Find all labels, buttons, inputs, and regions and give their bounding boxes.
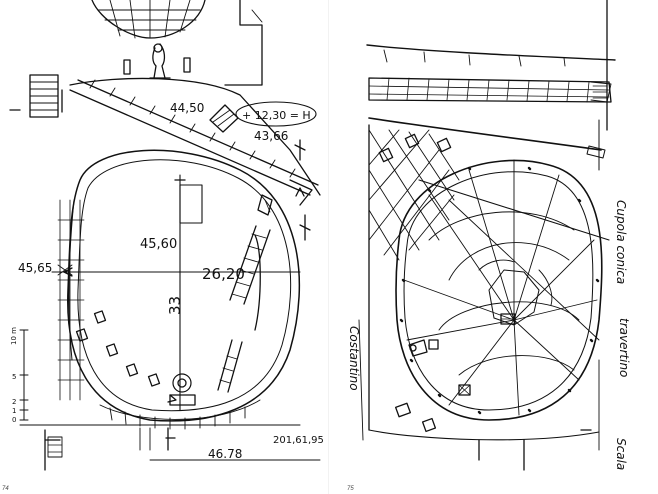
elevation-under: 43,66 (254, 129, 288, 143)
statue-figure (149, 43, 171, 79)
lattice-left (368, 129, 460, 261)
dome-fragment-top (91, 0, 206, 39)
label-travertino: travertino (617, 318, 631, 377)
page-number-right: 75 (347, 486, 354, 492)
scale-label-0: 0 (12, 416, 16, 424)
elevation-center: 45,60 (140, 237, 177, 252)
scale-label-10m: 10 m (10, 327, 18, 345)
main-oval (67, 149, 301, 422)
hatched-band (368, 77, 612, 103)
label-costantino: Costantino (347, 326, 361, 391)
page-number-left: 74 (2, 486, 9, 492)
dome-oval (395, 159, 603, 421)
bottom-hatch (99, 399, 261, 430)
left-page: 44,50 + 12,30 = H 43,66 45,65 45,60 26,2… (2, 0, 324, 492)
colonnade-band (69, 79, 319, 196)
elevation-bottom: 46.78 (208, 447, 242, 461)
plan-sketch-right: Cupola conica travertino Costantino Scal… (347, 0, 631, 471)
grid-strip-left (57, 199, 85, 401)
right-page: Cupola conica travertino Costantino Scal… (329, 0, 658, 494)
label-scala: Scala (614, 438, 628, 470)
scale-label-1: 1 (12, 407, 16, 415)
elevation-top: 44,50 (170, 101, 204, 115)
span-vertical: 33 (166, 296, 184, 315)
scale-bar (19, 329, 29, 421)
elevation-left: 45,65 (18, 261, 52, 275)
stair-block-left (9, 74, 63, 118)
elevation-bottom-right: 201,61,95 (273, 435, 324, 446)
plan-sketch-left: 44,50 + 12,30 = H 43,66 45,65 45,60 26,2… (9, 0, 324, 471)
scale-label-5: 5 (12, 373, 16, 381)
elevation-circled: + 12,30 = H (242, 109, 311, 122)
scale-label-2: 2 (12, 398, 16, 406)
colonnade-ladder (217, 225, 271, 393)
page-gutter (328, 0, 329, 494)
label-cupola-conica: Cupola conica (614, 200, 628, 284)
dome-ribs (403, 159, 598, 416)
span-horizontal: 26,20 (202, 265, 245, 283)
